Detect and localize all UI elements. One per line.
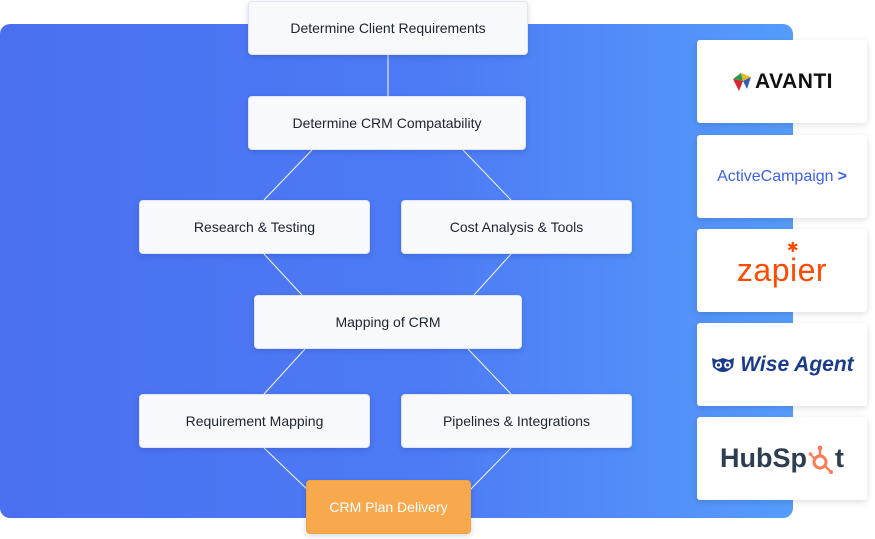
zapier-wordmark: zapier — [736, 252, 828, 288]
node-requirement-mapping[interactable]: Requirement Mapping — [139, 394, 370, 448]
chevron-right-icon: > — [837, 167, 847, 185]
asterisk-icon: ✱ — [786, 239, 799, 255]
partner-card-zapier[interactable]: ✱ zapier — [697, 229, 867, 312]
node-label: Requirement Mapping — [185, 413, 324, 429]
node-label: Determine CRM Compatability — [292, 115, 482, 131]
node-research-testing[interactable]: Research & Testing — [139, 200, 370, 254]
node-pipelines-integrations[interactable]: Pipelines & Integrations — [401, 394, 632, 448]
partner-card-activecampaign[interactable]: ActiveCampaign > — [697, 135, 867, 218]
partner-card-avanti[interactable]: AVANTI — [697, 40, 867, 123]
node-label: CRM Plan Delivery — [329, 499, 448, 515]
wiseagent-wordmark: Wise Agent — [740, 352, 854, 376]
hubspot-wordmark-part: HubSp — [720, 443, 807, 473]
node-determine-client-requirements[interactable]: Determine Client Requirements — [248, 1, 528, 55]
node-crm-plan-delivery[interactable]: CRM Plan Delivery — [306, 480, 471, 534]
node-label: Pipelines & Integrations — [442, 413, 591, 429]
node-cost-analysis-tools[interactable]: Cost Analysis & Tools — [401, 200, 632, 254]
partner-card-hubspot[interactable]: HubSp t — [697, 417, 867, 500]
avanti-logo-icon — [732, 72, 751, 91]
node-label: Research & Testing — [193, 219, 316, 235]
owl-icon — [712, 357, 735, 372]
avanti-wordmark: AVANTI — [754, 69, 834, 93]
node-mapping-of-crm[interactable]: Mapping of CRM — [254, 295, 522, 349]
hubspot-wordmark-part: t — [835, 443, 844, 473]
zapier-logo: ✱ zapier — [736, 239, 828, 289]
sprocket-icon — [808, 445, 833, 474]
node-label: Cost Analysis & Tools — [449, 219, 584, 235]
activecampaign-wordmark: ActiveCampaign — [717, 167, 834, 185]
partner-card-wiseagent[interactable]: Wise Agent — [697, 323, 867, 406]
node-determine-crm-compatability[interactable]: Determine CRM Compatability — [248, 96, 526, 150]
node-label: Mapping of CRM — [335, 314, 441, 330]
node-label: Determine Client Requirements — [290, 20, 486, 36]
